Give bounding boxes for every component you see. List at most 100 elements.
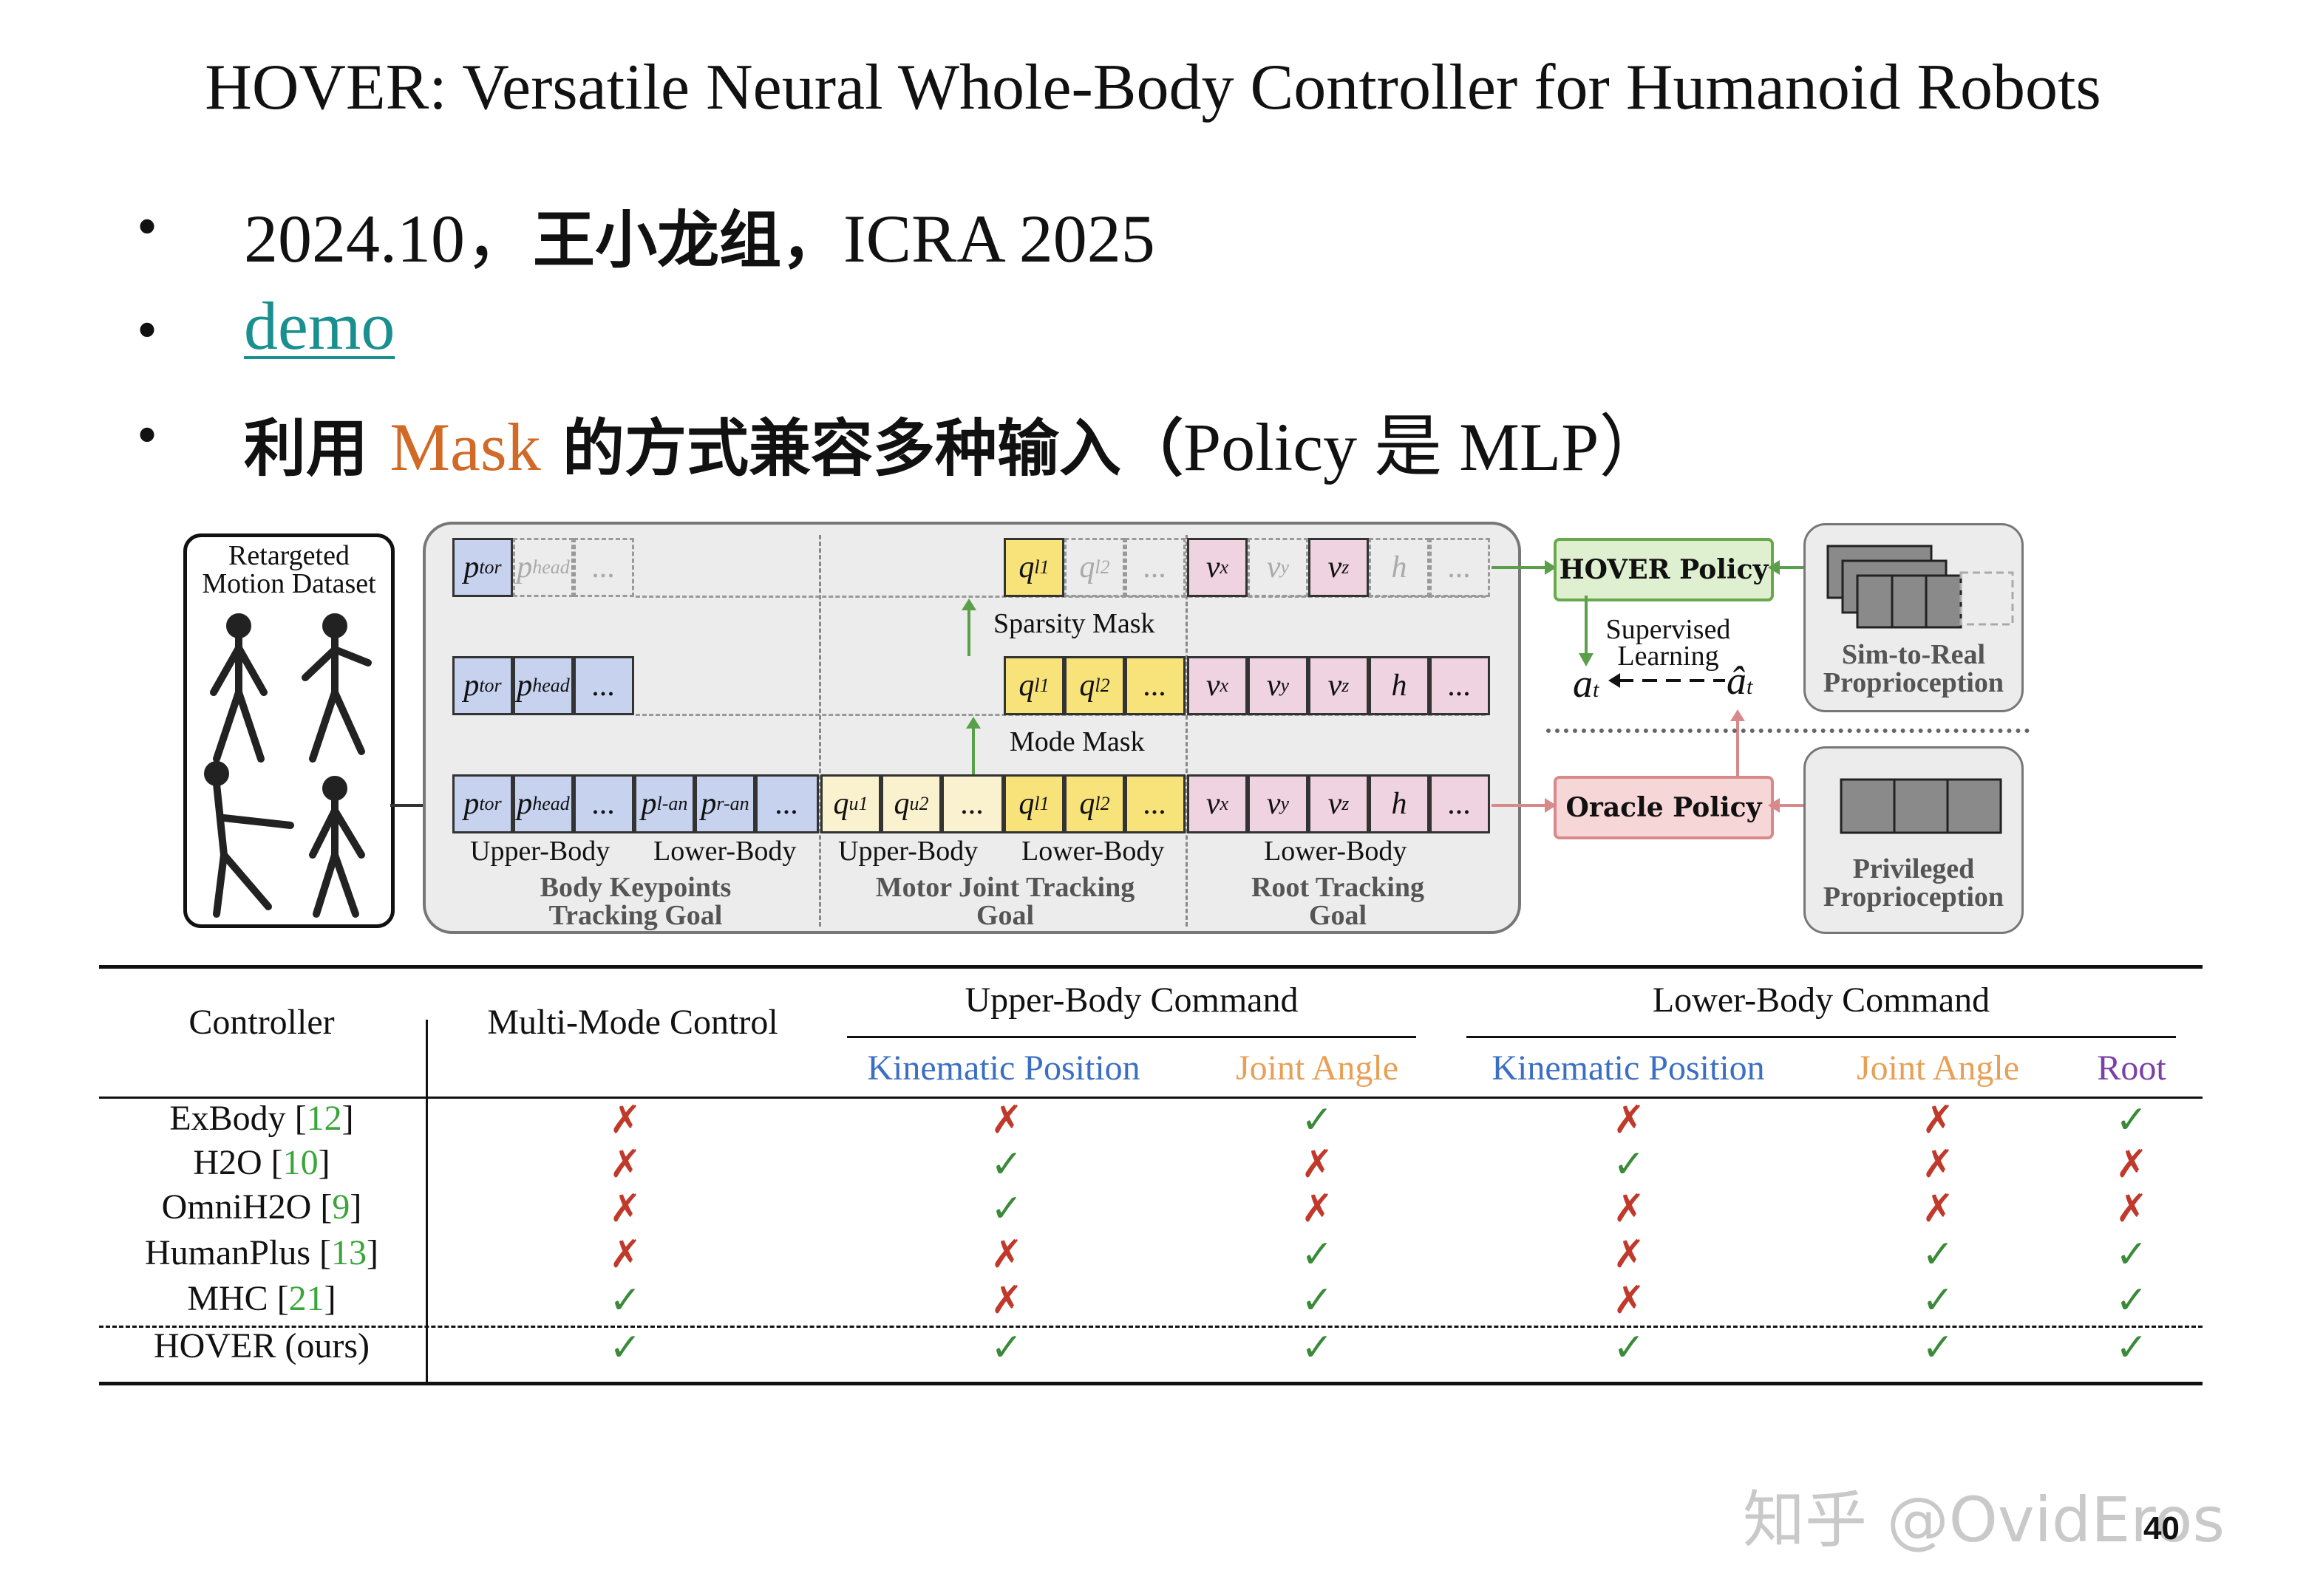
table-row-controller: OmniH2O [9] [99,1187,424,1227]
cell-ellipsis: ... [1125,656,1186,715]
watermark: 知乎 @OvidEros [1743,1484,2225,1556]
header-kin2: Kinematic Position [1492,1048,1765,1088]
citation-ref[interactable]: 13 [331,1233,367,1272]
controller-name: MHC [187,1279,268,1318]
table-vrule [426,1020,428,1383]
ref-bracket: ] [350,1187,362,1227]
cross-icon: ✗ [2115,1187,2148,1231]
ref-bracket: ] [324,1279,336,1318]
citation-ref[interactable]: 9 [332,1187,350,1227]
controller-name: OmniH2O [161,1187,312,1227]
slide-title: HOVER: Versatile Neural Whole-Body Contr… [205,52,2101,123]
check-icon: ✓ [1922,1232,1954,1277]
lower-rule [1466,1036,2176,1038]
controller-name: HumanPlus [145,1233,311,1272]
dataset-label: Retargeted Motion Dataset [202,540,376,599]
hover-policy-box: HOVER Policy [1554,538,1774,601]
cross-icon: ✗ [990,1232,1023,1277]
dataset-box: Retargeted Motion Dataset [183,533,395,928]
header-upper: Upper-Body Command [965,981,1299,1020]
table-dashed-rule [99,1326,2203,1328]
citation-ref[interactable]: 12 [306,1099,342,1138]
cell-h: h [1369,774,1429,833]
cell-ellipsis-ghost: ... [1429,538,1490,597]
table-row-controller: HOVER (ours) [99,1326,424,1366]
check-icon: ✓ [1301,1098,1333,1142]
arrow-mode [966,717,981,774]
cross-icon: ✗ [990,1278,1023,1323]
table-header-rule [99,1097,2203,1099]
cross-icon: ✗ [1613,1098,1645,1142]
header-joint2: Joint Angle [1856,1048,2019,1088]
separator [819,535,821,927]
ref-bracket: [ [268,1279,289,1318]
check-icon: ✓ [1301,1326,1333,1370]
arrow-to-hover [1492,560,1557,575]
bullet-3: 利用 Mask 的方式兼容多种输入（Policy 是 MLP） [244,392,1667,490]
mode-mask-label: Mode Mask [1010,726,1145,757]
arrow-sparsity [962,598,976,656]
sim-to-real-label: Sim-to-Real Proprioception [1823,639,2004,698]
demo-link[interactable]: demo [244,288,395,364]
citation-ref[interactable]: 21 [288,1279,324,1318]
controller-name: HOVER (ours) [154,1326,370,1365]
supervised-label: Supervised Learning [1605,614,1731,672]
cell-h: h [1369,656,1429,715]
cross-icon: ✗ [1301,1187,1333,1231]
cell-ellipsis-ghost: ... [574,538,634,597]
bullet-dot: • [137,403,158,468]
cross-icon: ✗ [1613,1232,1645,1277]
bullet-3-pre: 利用 [244,412,390,485]
check-icon: ✓ [1613,1326,1645,1370]
label-upper-body: Upper-Body [470,836,610,867]
stacked-blocks [1826,545,2014,629]
cell-ellipsis: ... [755,774,819,833]
label-lower-body: Lower-Body [1264,836,1407,867]
cell-ellipsis: ... [1429,774,1490,833]
ref-bracket: ] [341,1099,354,1138]
goal-body-keypoints: Body Keypoints Tracking Goal [540,872,732,931]
label-lower-body: Lower-Body [653,836,797,867]
cell-ellipsis-ghost: ... [1125,538,1186,597]
cross-icon: ✗ [1613,1187,1645,1231]
header-kin1: Kinematic Position [867,1048,1140,1088]
cross-icon: ✗ [609,1098,642,1142]
cross-icon: ✗ [1922,1142,1954,1187]
cross-icon: ✗ [609,1187,642,1231]
cell-ellipsis: ... [942,774,1004,833]
table-top-rule [99,965,2203,969]
citation-ref[interactable]: 10 [282,1143,319,1182]
check-icon: ✓ [1922,1326,1954,1370]
cell-ellipsis: ... [1429,656,1490,715]
cross-icon: ✗ [1922,1098,1954,1142]
arrow-hover-down [1579,596,1594,666]
check-icon: ✓ [1301,1232,1333,1277]
table-row-controller: HumanPlus [13] [99,1232,424,1273]
sim-to-real-box: Sim-to-Real Proprioception [1803,523,2024,712]
controller-name: H2O [193,1143,262,1182]
upper-rule [847,1036,1416,1038]
check-icon: ✓ [2115,1098,2148,1142]
check-icon: ✓ [2115,1232,2148,1277]
arrow-from-privileged [1768,798,1805,813]
bullet-dot: • [137,298,158,363]
ref-bracket: ] [318,1143,330,1182]
